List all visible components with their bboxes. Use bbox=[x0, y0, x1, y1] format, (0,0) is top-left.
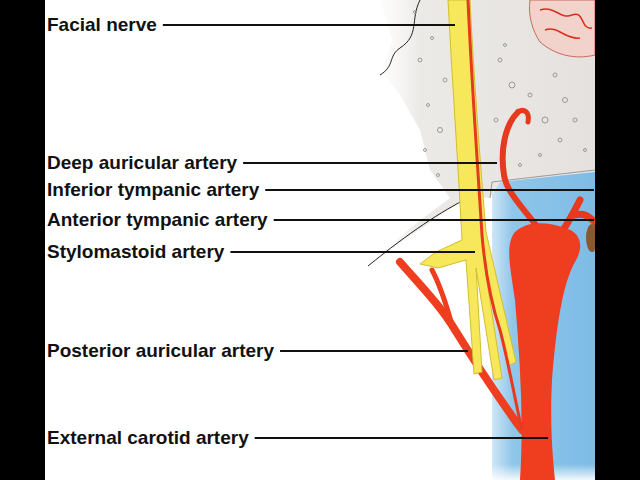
side-bar bbox=[0, 0, 45, 480]
leader-line bbox=[163, 24, 455, 26]
posterior-auricular-branch bbox=[432, 270, 452, 325]
part-label: Posterior auricular artery bbox=[47, 340, 274, 362]
leader-line bbox=[255, 437, 548, 439]
leader-line bbox=[265, 189, 594, 191]
bone-outline bbox=[380, 0, 420, 75]
part-label: External carotid artery bbox=[47, 427, 249, 449]
external-carotid-artery bbox=[509, 223, 580, 480]
deep-auricular-tip bbox=[518, 110, 528, 122]
part-label: Stylomastoid artery bbox=[47, 241, 224, 263]
tympanic-structure bbox=[529, 0, 595, 57]
part-label: Inferior tympanic artery bbox=[47, 179, 259, 201]
leader-line bbox=[280, 350, 468, 352]
side-bar bbox=[595, 0, 640, 480]
part-label: Facial nerve bbox=[47, 14, 157, 36]
leader-line bbox=[243, 162, 497, 164]
leader-line bbox=[230, 251, 475, 253]
deep-auricular-artery bbox=[503, 112, 540, 230]
part-label: Deep auricular artery bbox=[47, 152, 237, 174]
tympanic-vessels bbox=[540, 9, 592, 38]
leader-line bbox=[274, 219, 594, 221]
part-label: Anterior tympanic artery bbox=[47, 209, 268, 231]
stylomastoid-artery bbox=[468, 0, 522, 430]
